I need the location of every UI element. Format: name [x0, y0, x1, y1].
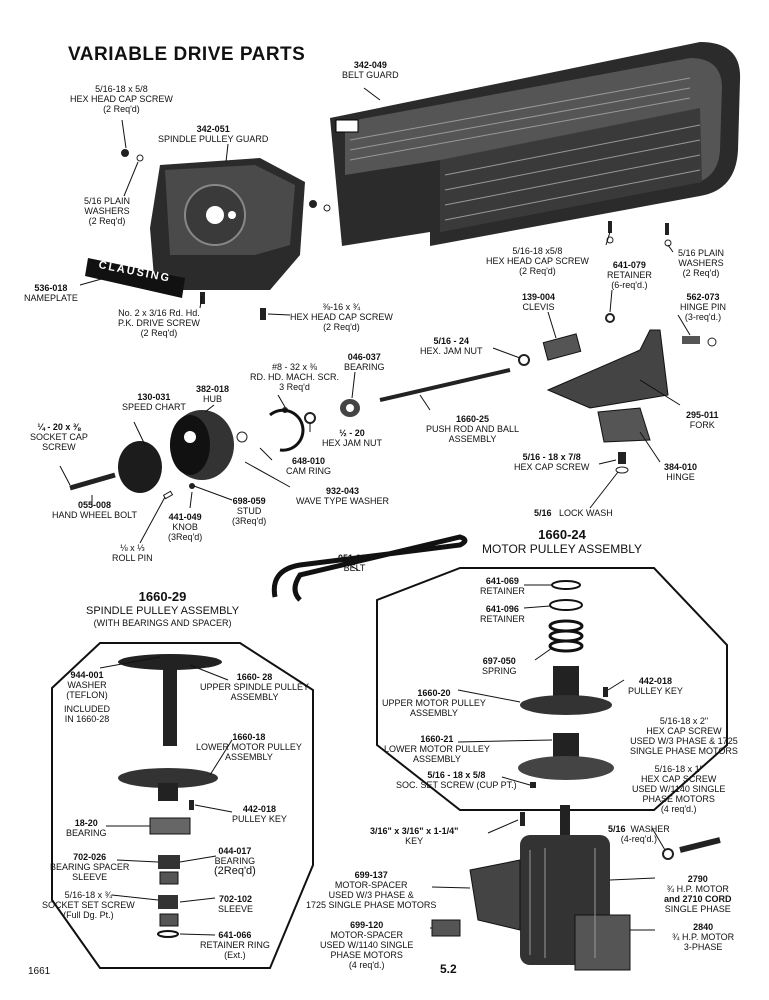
motor-drawing	[431, 805, 721, 971]
page-code: 1661	[28, 966, 51, 977]
fork-drawing	[546, 329, 669, 443]
nameplate-drawing	[85, 258, 185, 298]
page-number: 5.2	[440, 962, 457, 976]
push-rod-drawing	[340, 333, 582, 417]
spindle-pulley-parts-drawing	[118, 654, 222, 938]
spindle-pulley-assembly-title: 1660-29 SPINDLE PULLEY ASSEMBLY (WITH BE…	[86, 589, 240, 629]
key-label: 3/16" x 3/16" x 1-1/4"KEY	[370, 826, 459, 846]
spindle-pulley-assembly-outline	[51, 642, 314, 969]
drive-screw-label: No. 2 x 3/16 Rd. Hd.P.K. DRIVE SCREW(2 R…	[118, 308, 200, 338]
hub-drawing	[69, 408, 305, 500]
spindle-pulley-guard-drawing	[150, 158, 305, 290]
page-title: VARIABLE DRIVE PARTS	[68, 44, 306, 65]
lock-wash-label: 5/16 LOCK WASH	[534, 508, 613, 518]
motor-washer-label: 5/16 WASHER(4-req'd.)	[608, 824, 670, 844]
motor-pulley-parts-drawing	[518, 580, 614, 788]
leader-lines	[59, 87, 691, 936]
motor-pulley-assembly-outline	[376, 567, 728, 811]
belt-drawing	[271, 534, 468, 602]
belt-guard-drawing	[330, 42, 741, 246]
